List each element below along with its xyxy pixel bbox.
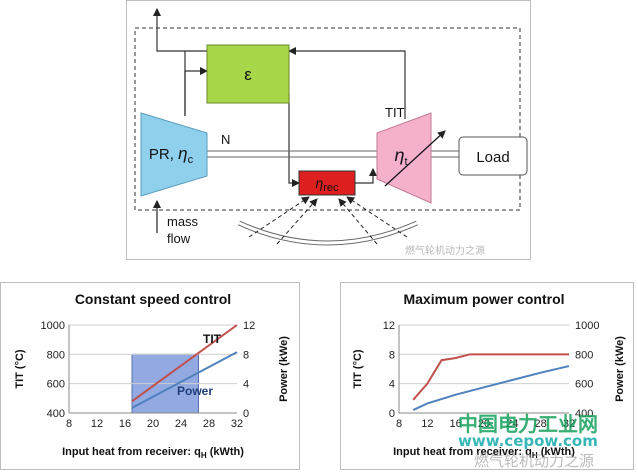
solar-ray (276, 198, 318, 245)
exhaust-flow-line (153, 8, 186, 116)
chart-title: Maximum power control (403, 291, 564, 307)
compressor-label: PR, ηc (149, 144, 194, 166)
x-tick-label: 16 (119, 418, 131, 430)
series-line-1 (131, 324, 238, 403)
concentrator-dish-inner (238, 221, 418, 245)
y2-tick-label: 0 (243, 408, 249, 420)
y-tick-label: 800 (47, 349, 65, 361)
url-watermark: www.cepow.com (458, 432, 598, 450)
recuperator-label: ε (244, 65, 252, 84)
x-tick-label: 12 (91, 418, 103, 430)
brand-watermark: 中国电力工业网 (458, 412, 598, 436)
y-tick-label: 1000 (41, 320, 65, 332)
series-label-power: Power (177, 384, 213, 398)
turbine-label: ηt (394, 145, 407, 168)
receiver-label: ηrec (315, 175, 339, 194)
y2-tick-label: 12 (243, 320, 255, 332)
y-tick-label: 400 (47, 408, 65, 420)
series-line-2 (131, 351, 238, 409)
x-tick-label: 28 (203, 418, 215, 430)
schematic-panel: ε PR, ηc ηt N TIT Load ηrec mass flow 燃气… (126, 0, 531, 260)
series-label-tit: TIT (203, 332, 222, 346)
x-tick-label: 32 (231, 418, 243, 430)
x-tick-label: 20 (478, 418, 490, 430)
receiver-to-turbine-line (355, 168, 377, 184)
y2-axis-title: Power (kWe) (614, 336, 626, 402)
compressor-to-recuperator-line (184, 67, 208, 116)
y2-tick-label: 600 (575, 379, 593, 391)
x-tick-label: 24 (175, 418, 187, 430)
maximum-power-chart: Maximum power control 0 4 8 12 400 600 800 1000 8… (352, 291, 626, 460)
y2-tick-label: 800 (575, 349, 593, 361)
y-tick-label: 600 (47, 379, 65, 391)
y-axis-title: TIT (°C) (14, 349, 26, 389)
y2-tick-label: 400 (575, 408, 593, 420)
solar-ray (248, 196, 310, 238)
x-axis-title: Input heat from receiver: qH (kWth) (393, 446, 575, 460)
y-tick-label: 12 (383, 320, 395, 332)
mass-flow-label-2: flow (167, 231, 191, 246)
chart-title: Constant speed control (75, 291, 231, 307)
x-axis-title: Input heat from receiver: qH (kWth) (62, 446, 244, 460)
x-tick-label: 8 (66, 418, 72, 430)
load-box (458, 136, 528, 176)
x-tick-label: 24 (506, 418, 518, 430)
series-line-2 (412, 365, 570, 411)
y-tick-label: 4 (389, 379, 395, 391)
y-tick-label: 8 (389, 349, 395, 361)
recuperator-to-receiver-line (288, 93, 300, 187)
y2-tick-label: 8 (243, 349, 249, 361)
recuperator-box (206, 44, 290, 104)
chart-panel-maximum-power: Maximum power control 0 4 8 12 400 600 800 1000 8… (340, 282, 634, 470)
control-volume-boundary (134, 27, 521, 211)
source-watermark: 燃气轮机动力之源 (474, 452, 595, 470)
y-axis-title: TIT (°C) (352, 349, 364, 389)
y-tick-label: 0 (389, 408, 395, 420)
chart-panel-constant-speed: Constant speed control 400 600 800 1000 0 4 8 12… (0, 282, 300, 470)
load-label: Load (476, 149, 509, 166)
x-tick-label: 28 (535, 418, 547, 430)
series-line-1 (412, 353, 569, 401)
x-tick-label: 32 (563, 418, 575, 430)
solar-ray (338, 198, 378, 245)
mass-flow-label-1: mass (167, 214, 199, 229)
y2-tick-label: 4 (243, 379, 249, 391)
schematic-diagram: ε PR, ηc ηt N TIT Load ηrec mass flow 燃气… (134, 8, 528, 257)
constant-speed-chart: Constant speed control 400 600 800 1000 0 4 8 12… (14, 291, 290, 460)
tit-label: TIT (385, 105, 405, 120)
compressor-shape (140, 112, 208, 197)
shaft-label: N (221, 132, 230, 147)
receiver-box (298, 170, 356, 196)
turbine-variable-arrow (384, 130, 446, 187)
turbine-to-recuperator-line (288, 47, 406, 119)
x-tick-label: 8 (396, 418, 402, 430)
x-tick-label: 12 (421, 418, 433, 430)
x-tick-label: 16 (450, 418, 462, 430)
solar-ray (346, 196, 408, 238)
y2-axis-title: Power (kWe) (278, 336, 290, 402)
x-tick-label: 20 (147, 418, 159, 430)
y2-tick-label: 1000 (575, 320, 599, 332)
diagram-watermark: 燃气轮机动力之源 (405, 244, 485, 257)
